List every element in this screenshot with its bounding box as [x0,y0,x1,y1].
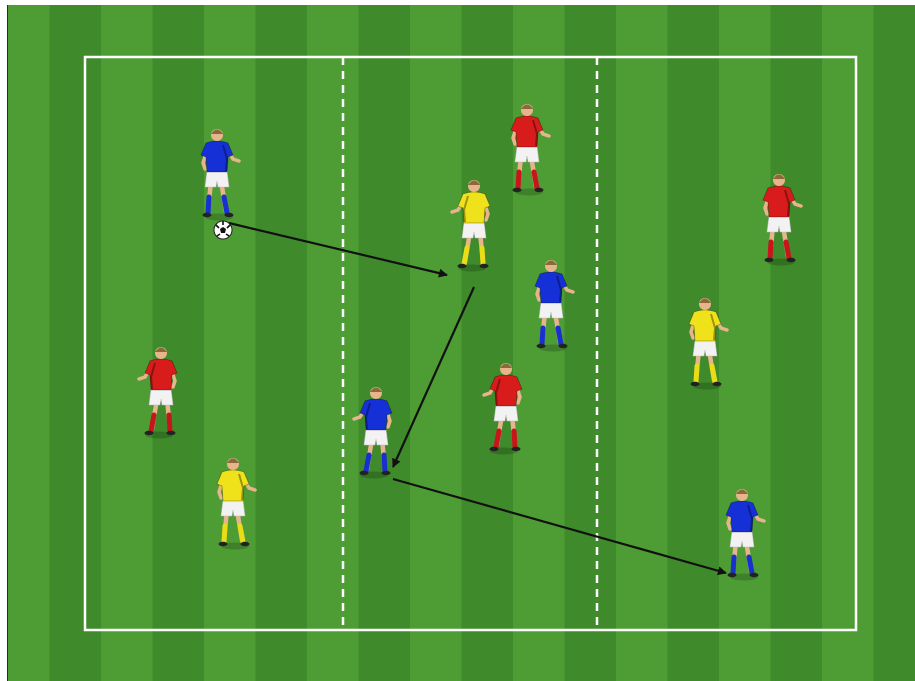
soccer-ball-icon [214,221,232,239]
grass-stripes [8,5,915,681]
pitch-diagram [8,5,915,681]
training-pitch [7,5,915,681]
